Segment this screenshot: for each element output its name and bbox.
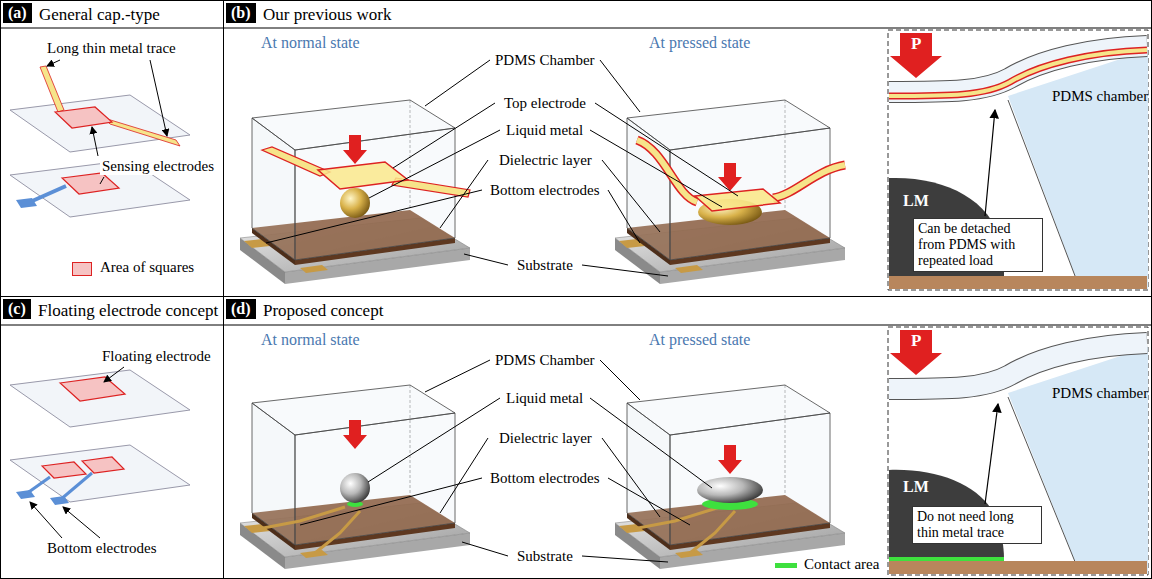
state-label: At normal state: [261, 34, 360, 52]
state-label: At normal state: [261, 331, 360, 349]
part-label: LM: [903, 478, 929, 496]
legend-swatch: [775, 563, 797, 568]
part-label: Dielectric layer: [497, 430, 594, 447]
part-label: Top electrode: [502, 95, 588, 112]
part-label: Bottom electrodes: [488, 470, 602, 487]
panel-tag-text: (a): [8, 4, 27, 21]
part-label: LM: [903, 192, 929, 210]
figure-panel: Floating electrode concept (c): [0, 296, 224, 579]
note-box: Do not need long thin metal trace: [912, 506, 1042, 544]
part-label: PDMS Chamber: [493, 52, 597, 69]
state-label: At pressed state: [649, 34, 750, 52]
panel-tag-text: (d): [231, 300, 251, 317]
panel-title: General cap.-type: [39, 5, 160, 25]
pressure-symbol: P: [911, 331, 921, 351]
part-label: Long thin metal trace: [45, 40, 178, 57]
panel-title: Proposed concept: [263, 301, 383, 321]
part-label: Bottom electrodes: [45, 540, 159, 557]
part-label: Liquid metal: [504, 390, 585, 407]
panel-tag-text: (b): [231, 4, 251, 21]
part-label: PDMS Chamber: [493, 352, 597, 369]
pressure-symbol: P: [911, 34, 921, 54]
panel-title: Our previous work: [263, 5, 391, 25]
panel-tag: (d): [226, 299, 256, 319]
part-label: PDMS chamber: [1052, 88, 1148, 105]
part-label: Bottom electrodes: [488, 182, 602, 199]
part-label: Sensing electrodes: [100, 158, 216, 175]
panel-tag-text: (c): [8, 300, 26, 317]
panel-tag: (a): [3, 3, 32, 23]
part-label: PDMS chamber: [1052, 385, 1148, 402]
part-label: Liquid metal: [504, 122, 585, 139]
panel-tag: (c): [3, 299, 31, 319]
panel-tag: (b): [226, 3, 256, 23]
note-box: Can be detached from PDMS with repeated …: [913, 218, 1043, 272]
legend-text: Area of squares: [98, 259, 196, 276]
part-label: Dielectric layer: [497, 152, 594, 169]
part-label: Floating electrode: [100, 348, 213, 365]
legend-swatch: [72, 262, 92, 276]
panel-title: Floating electrode concept: [38, 301, 218, 321]
part-label: Substrate: [515, 548, 575, 565]
state-label: At pressed state: [649, 331, 750, 349]
part-label: Substrate: [515, 257, 575, 274]
legend-text: Contact area: [802, 556, 881, 573]
